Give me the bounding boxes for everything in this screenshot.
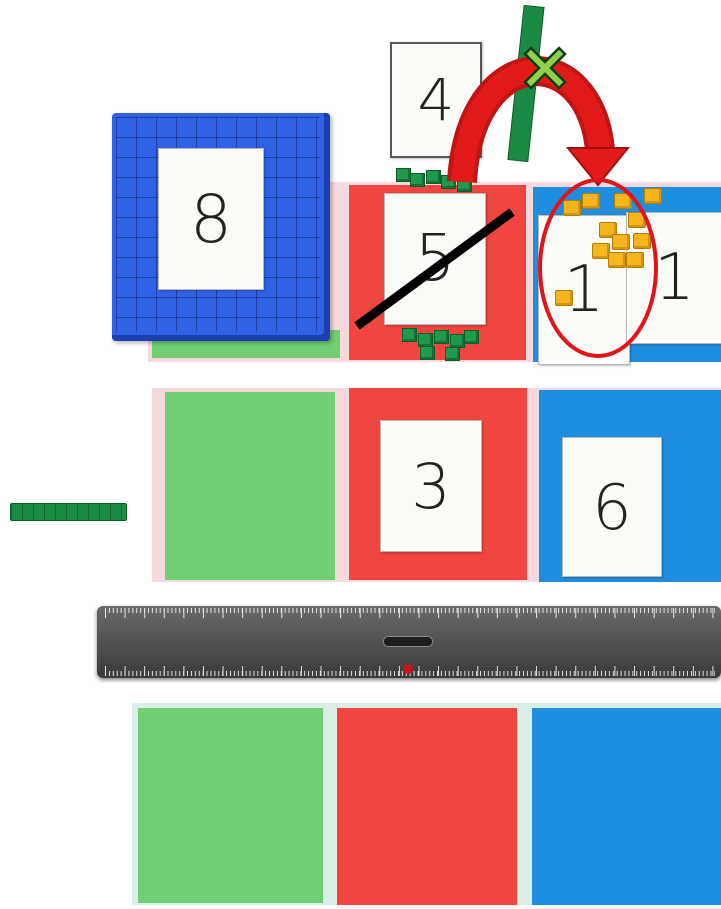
curved-arrow-icon bbox=[462, 71, 628, 185]
strike-through-icon bbox=[357, 212, 512, 326]
circle-highlight-icon bbox=[540, 180, 656, 356]
